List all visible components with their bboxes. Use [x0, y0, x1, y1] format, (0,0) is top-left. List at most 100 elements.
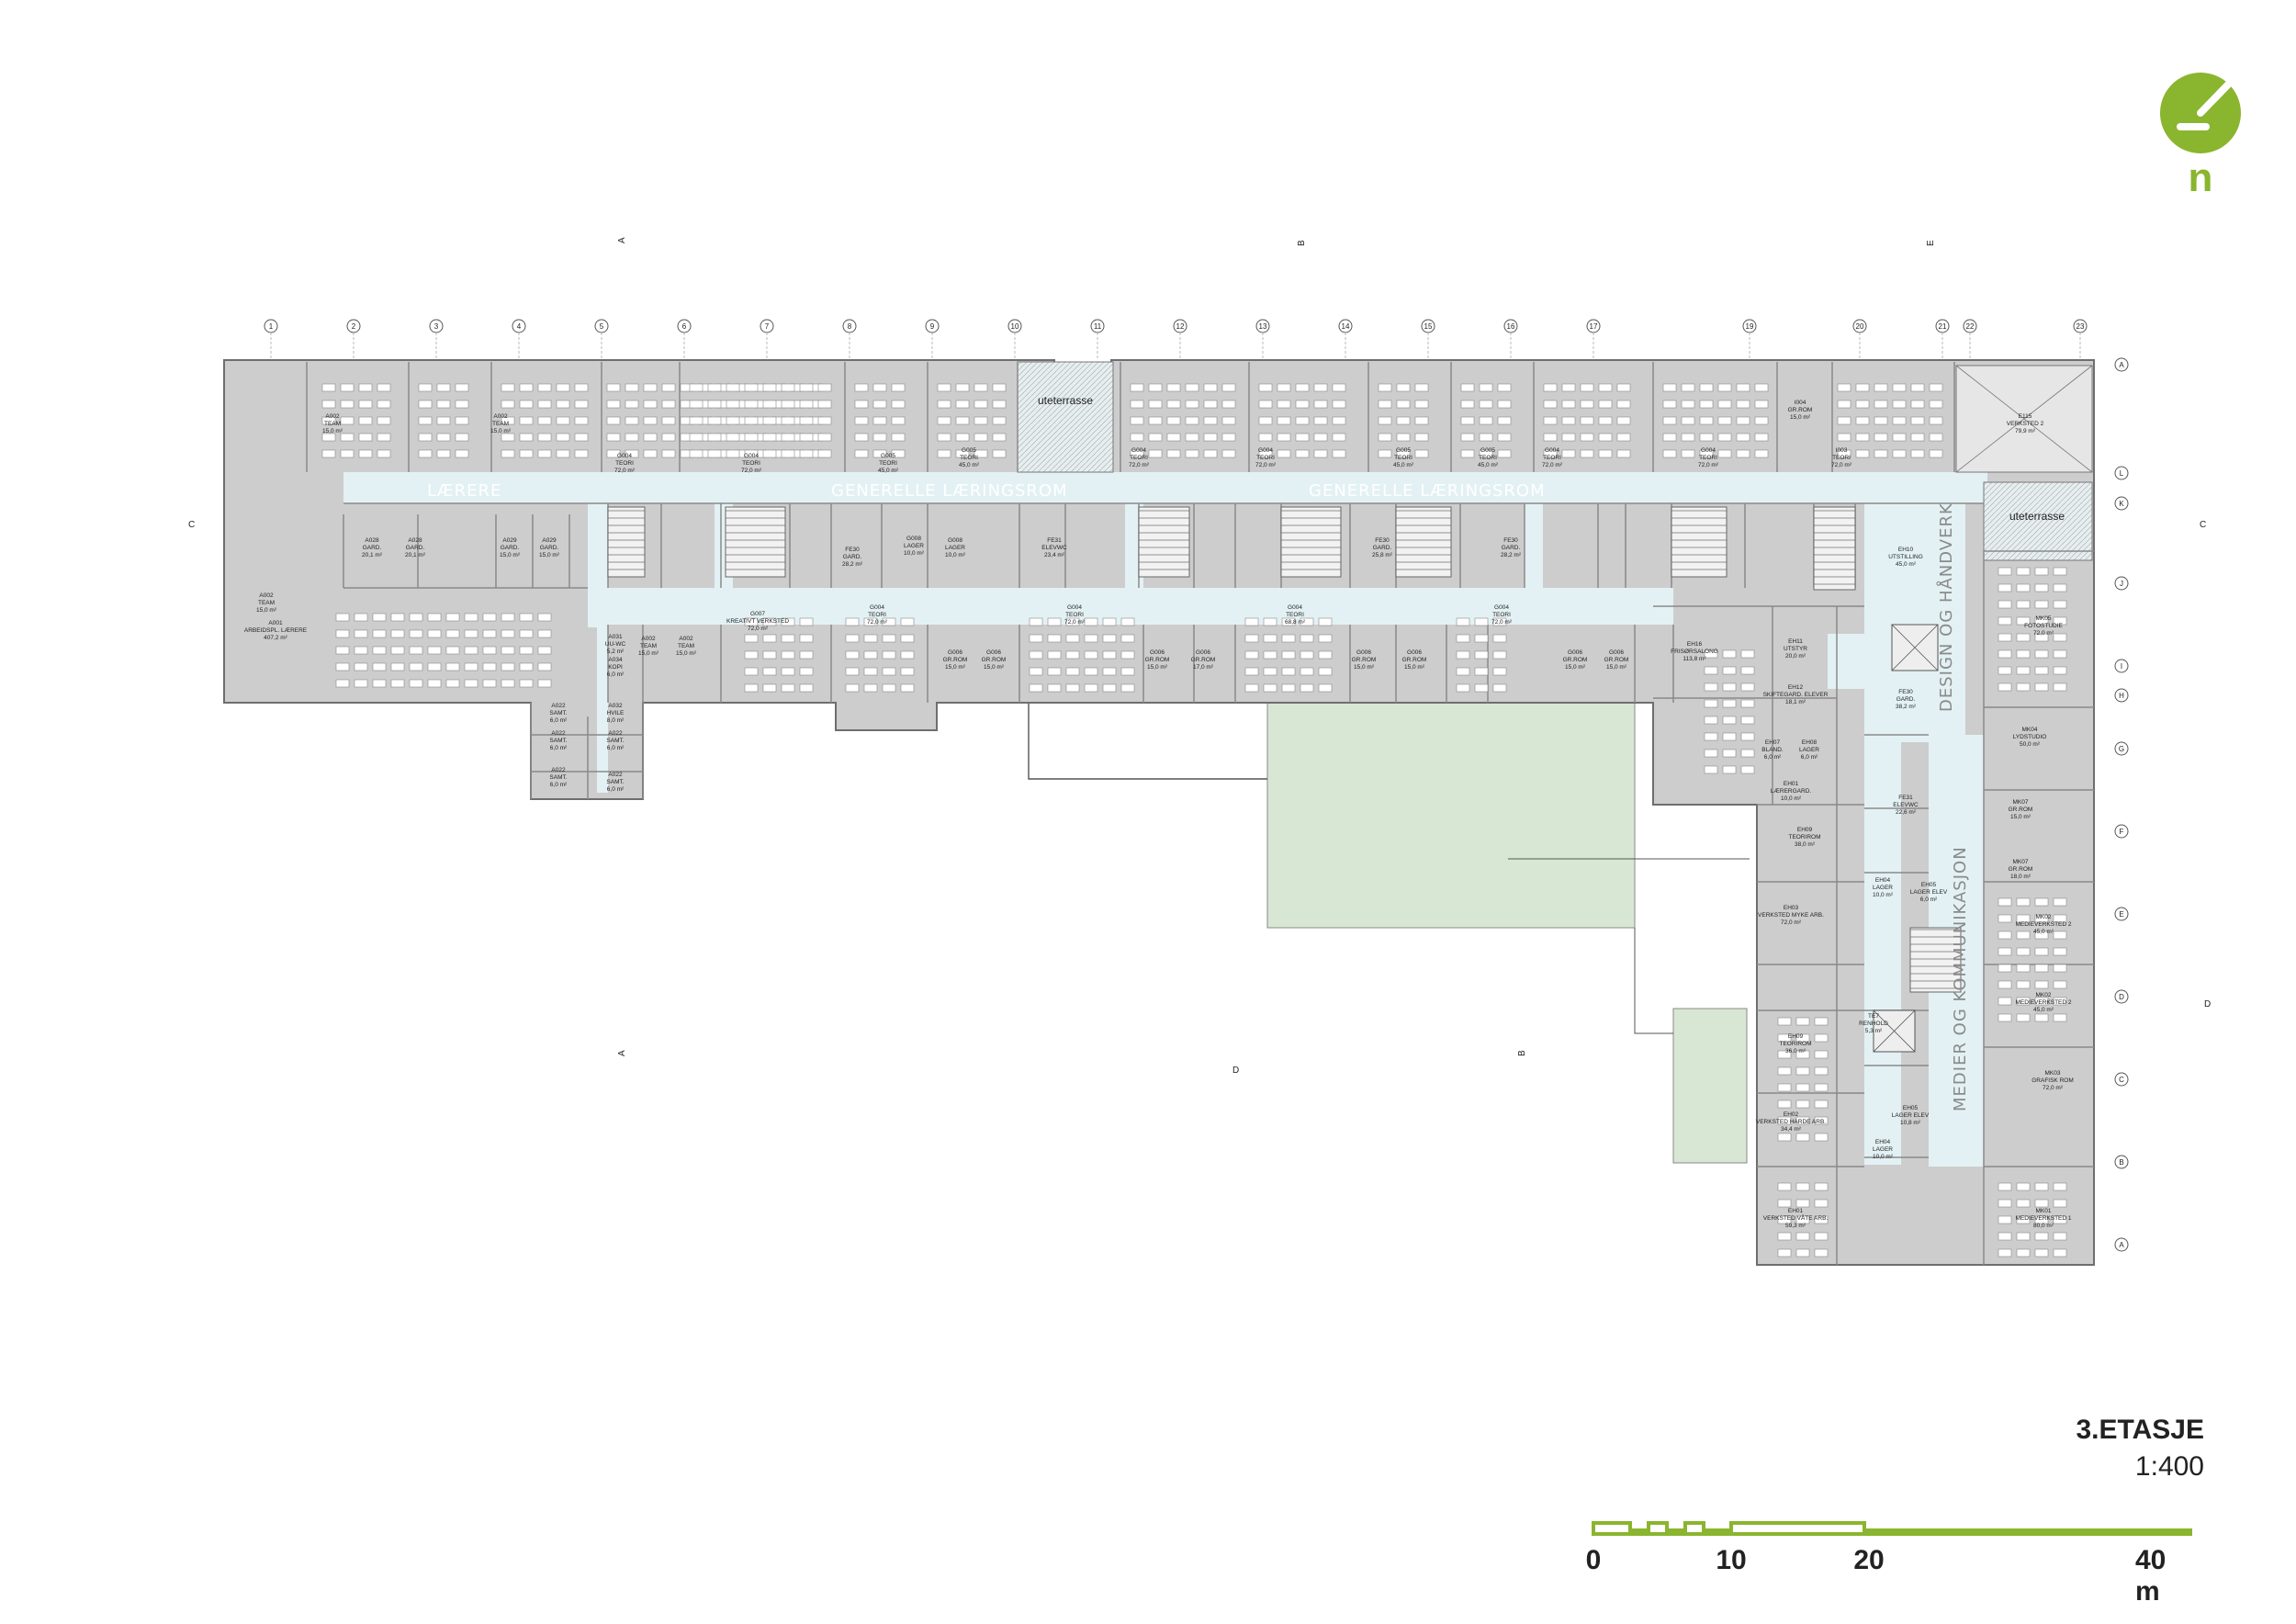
- room-code: A001: [268, 620, 283, 626]
- scale-bar: 0 10 20 40 m: [1586, 1516, 2204, 1607]
- room-name: GRAFISK ROM: [2032, 1077, 2074, 1084]
- grid-label: B: [2119, 1158, 2123, 1167]
- room-area: 113,8 m²: [1683, 656, 1706, 662]
- room-name: LÆRERGARD.: [1771, 788, 1812, 795]
- grid-label: 22: [1966, 322, 1975, 331]
- room-code: A029: [502, 537, 517, 544]
- room-area: 45,0 m²: [1478, 462, 1499, 468]
- room-code: G004: [870, 604, 884, 611]
- room-name: UTSTILLING: [1888, 554, 1923, 560]
- room-area: 72,0 m²: [1698, 462, 1719, 468]
- room-code: G004: [1545, 447, 1559, 454]
- room-name: GARD.: [540, 545, 559, 551]
- room-code: FE30: [1898, 689, 1913, 695]
- room-area: 72,0 m²: [748, 626, 769, 632]
- room-code: G004: [1067, 604, 1082, 611]
- room-name: GR.ROM: [1604, 657, 1629, 663]
- zone-label-medier: MEDIER OG KOMMUNIKASJON: [1951, 846, 1970, 1111]
- grid-label: 21: [1939, 322, 1947, 331]
- room-code: A031: [608, 634, 623, 640]
- grid-label: 1: [269, 322, 274, 331]
- room-code: EH05: [1903, 1105, 1919, 1111]
- room-area: 5,2 m²: [607, 648, 625, 655]
- room-code: I004: [1795, 400, 1806, 406]
- stair-core: [1395, 506, 1452, 578]
- room-area: 6,0 m²: [607, 786, 625, 793]
- room-code: G005: [962, 447, 976, 454]
- grid-label: 10: [1011, 322, 1019, 331]
- scale-label-10: 10: [1716, 1545, 1747, 1575]
- room-code: MK02: [2036, 914, 2052, 920]
- room-name: TEORI: [1699, 455, 1717, 461]
- room-area: 15,0 m²: [539, 552, 560, 558]
- room-area: 15,0 m²: [1565, 664, 1586, 671]
- grid-label: 15: [1424, 322, 1433, 331]
- room-area: 72,0 m²: [2043, 1085, 2064, 1091]
- room-name: GARD.: [363, 545, 382, 551]
- stair-core: [725, 506, 786, 578]
- room-code: EH05: [1921, 882, 1937, 888]
- room-name: GARD.: [501, 545, 520, 551]
- room-code: EH08: [1802, 739, 1818, 746]
- room-name: ELEVWC: [1041, 545, 1067, 551]
- room-area: 45,0 m²: [1393, 462, 1414, 468]
- grid-bubble: [2114, 907, 2129, 921]
- room-code: G006: [1356, 649, 1371, 656]
- section-marker-d: D: [1232, 1066, 1239, 1076]
- furniture: [321, 383, 2067, 1257]
- grid-label: L: [2120, 469, 2124, 478]
- section-marker-a: A: [617, 1050, 627, 1056]
- room-name: GARD.: [1502, 545, 1521, 551]
- room-code: EH09: [1788, 1033, 1804, 1040]
- stairs: [607, 506, 1962, 1053]
- room-code: A002: [641, 636, 656, 642]
- room-code: EH09: [1797, 827, 1813, 833]
- room-code: A002: [679, 636, 693, 642]
- room-area: 34,4 m²: [1781, 1126, 1802, 1133]
- room-code: G006: [1196, 649, 1210, 656]
- room-code: G004: [1701, 447, 1716, 454]
- room-name: SAMT.: [606, 779, 624, 785]
- room-area: 20,1 m²: [362, 552, 383, 558]
- room-area: 45,0 m²: [2033, 1007, 2054, 1013]
- room-name: GARD.: [1896, 696, 1916, 703]
- room-area: 6,0 m²: [1764, 754, 1782, 761]
- room-area: 6,0 m²: [607, 745, 625, 751]
- room-name: HVILE: [607, 710, 625, 716]
- room-name: LAGER ELEV: [1910, 889, 1948, 896]
- room-name: TEORI: [960, 455, 978, 461]
- room-code: EH03: [1784, 905, 1799, 911]
- grid-label: 4: [517, 322, 522, 331]
- grid-label: J: [2120, 580, 2123, 588]
- grid-label: 17: [1590, 322, 1598, 331]
- room-area: 15,0 m²: [500, 552, 521, 558]
- room-code: FE30: [1375, 537, 1390, 544]
- grid-label: 11: [1094, 322, 1102, 331]
- room-code: G006: [948, 649, 962, 656]
- room-name: GR.ROM: [2009, 866, 2033, 873]
- room-area: 72,0 m²: [1831, 462, 1852, 468]
- room-code: G008: [948, 537, 962, 544]
- room-name: FRISØRSALONG: [1671, 648, 1718, 655]
- room-code: FE31: [1898, 795, 1913, 801]
- room-area: 72,0 m²: [1491, 619, 1513, 626]
